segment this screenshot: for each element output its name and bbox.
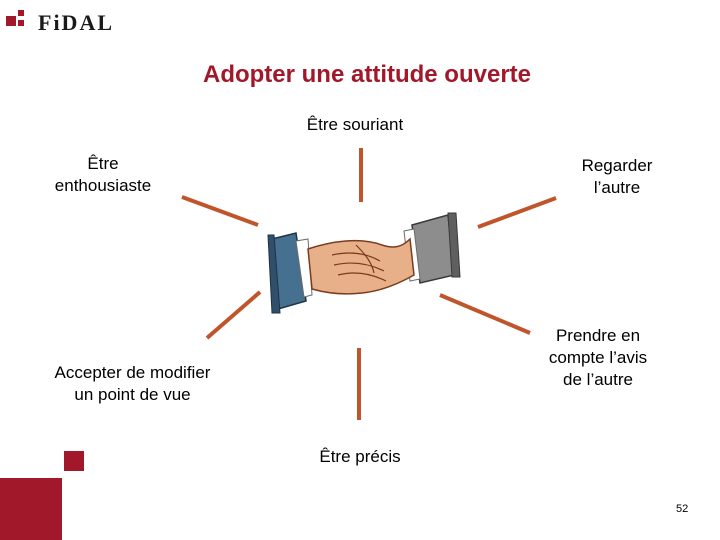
label-top-left-line2: enthousiaste xyxy=(20,175,186,197)
label-bottom-right-line3: de l’autre xyxy=(522,369,674,391)
label-top-left-line1: Être xyxy=(20,153,186,175)
label-etre-precis: Être précis xyxy=(280,446,440,468)
label-top-right-line1: Regarder xyxy=(542,155,692,177)
label-bottom-right-line1: Prendre en xyxy=(522,325,674,347)
label-accepter-de-modifier: Accepter de modifier un point de vue xyxy=(20,362,245,406)
label-bottom-right-line2: compte l’avis xyxy=(522,347,674,369)
label-bottom-left-line1: Accepter de modifier xyxy=(20,362,245,384)
label-regarder-lautre: Regarder l’autre xyxy=(542,155,692,199)
label-bottom-text: Être précis xyxy=(319,447,400,466)
label-prendre-en-compte: Prendre en compte l’avis de l’autre xyxy=(522,325,674,391)
page-number: 52 xyxy=(676,503,688,515)
connector-top-left xyxy=(182,197,258,225)
decor-square-large xyxy=(0,478,62,540)
label-bottom-left-line2: un point de vue xyxy=(20,384,245,406)
handshake-illustration xyxy=(262,205,462,317)
label-top-right-line2: l’autre xyxy=(542,177,692,199)
label-etre-souriant: Être souriant xyxy=(270,114,440,136)
label-top-text: Être souriant xyxy=(307,115,403,134)
connector-top-right xyxy=(478,198,556,227)
decor-square-small xyxy=(64,451,84,471)
label-etre-enthousiaste: Être enthousiaste xyxy=(20,153,186,197)
connector-bottom-left xyxy=(207,292,260,338)
